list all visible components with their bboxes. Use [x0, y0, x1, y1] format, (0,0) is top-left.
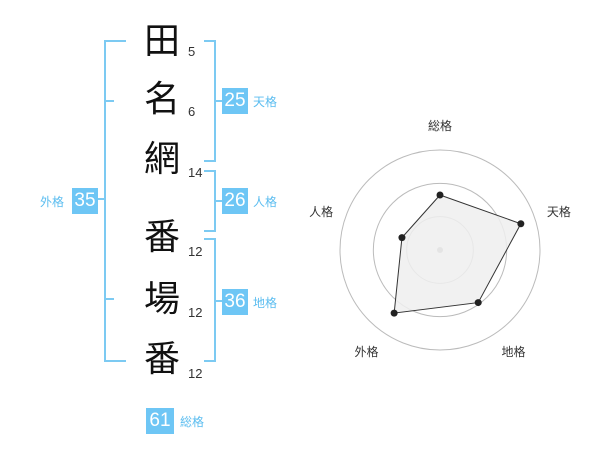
chikaku-connector [214, 300, 222, 302]
char-6: 番 [143, 339, 180, 380]
char-2: 名 [143, 79, 180, 120]
jinkaku-value-badge: 26 [222, 188, 248, 214]
chikaku-label: 地格 [253, 296, 278, 310]
char-4: 番 [143, 217, 180, 258]
gaikaku-bracket [104, 40, 126, 362]
tenkaku-value-badge: 25 [222, 88, 248, 114]
stroke-count-1: 5 [188, 44, 196, 59]
radar-point-5 [398, 234, 406, 242]
stroke-count-6: 12 [188, 366, 203, 381]
radar-axis-label-1: 総格 [427, 119, 452, 133]
jinkaku-label: 人格 [253, 195, 278, 209]
radar-point-3 [474, 299, 482, 307]
stroke-count-4: 12 [188, 244, 203, 259]
chikaku-value-badge: 36 [222, 289, 248, 315]
radar-ring [339, 149, 541, 351]
stroke-count-2: 6 [188, 104, 196, 119]
char-5: 場 [143, 279, 180, 320]
gaikaku-label: 外格 [40, 195, 65, 209]
soukaku-value-badge: 61 [146, 408, 174, 434]
radar-axis-label-4: 外格 [354, 345, 379, 360]
radar-point-4 [390, 309, 398, 317]
tenkaku-connector [214, 100, 222, 102]
radar-chart [339, 149, 541, 351]
radar-axis-label-5: 人格 [309, 205, 334, 220]
stroke-count-3: 14 [188, 165, 203, 180]
radar-axis-label-2: 天格 [546, 205, 571, 220]
tenkaku-label: 天格 [253, 95, 278, 109]
radar-axis-label-3: 地格 [501, 345, 526, 360]
gaikaku-value-badge: 35 [72, 188, 98, 214]
soukaku-label: 総格 [180, 415, 205, 429]
radar-point-1 [436, 191, 444, 199]
gaikaku-bracket-tick [104, 100, 114, 102]
gaikaku-bracket-tick [104, 298, 114, 300]
radar-points [390, 191, 525, 317]
char-3: 網 [143, 139, 180, 180]
char-1: 田 [143, 21, 180, 62]
jinkaku-connector [214, 200, 222, 202]
radar-point-2 [517, 220, 525, 228]
radar-polygon [393, 194, 522, 314]
stroke-count-5: 12 [188, 305, 203, 320]
radar-series [393, 194, 522, 314]
